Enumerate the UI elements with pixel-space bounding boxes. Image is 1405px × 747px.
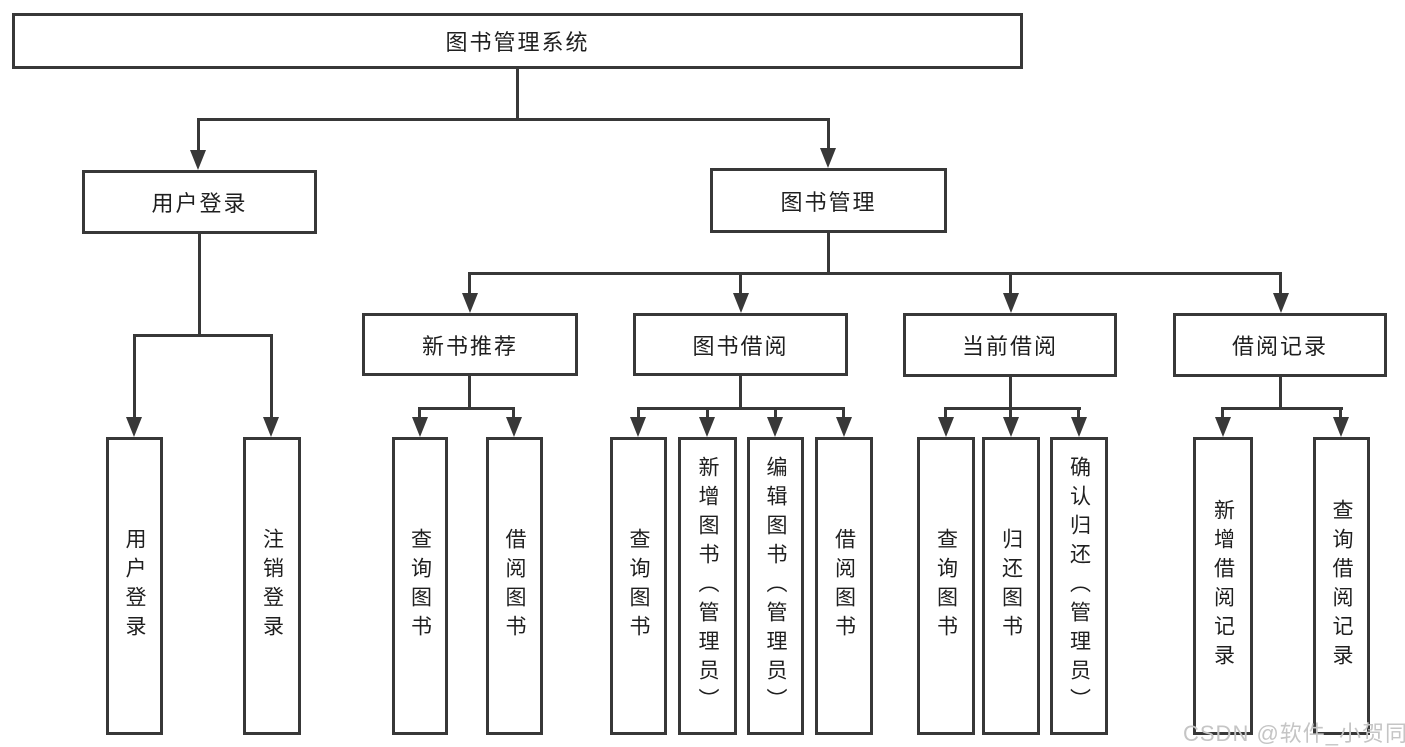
connector-line [944, 407, 947, 421]
leaf-records-add-record: 新增借阅记录 [1193, 437, 1253, 735]
connector-line [133, 334, 273, 337]
arrowhead-down-icon [938, 417, 954, 437]
connector-line [842, 407, 845, 421]
node-borrowing-records: 借阅记录 [1173, 313, 1387, 377]
connector-line [468, 272, 1282, 275]
connector-line [270, 334, 273, 419]
connector-line [1009, 377, 1012, 410]
arrowhead-down-icon [630, 417, 646, 437]
node-current-borrowing: 当前借阅 [903, 313, 1117, 377]
leaf-logout: 注销登录 [243, 437, 301, 735]
leaf-newbook-borrow-books: 借阅图书 [486, 437, 543, 735]
leaf-borrowing-add-books-admin: 新增图书（管理员） [678, 437, 737, 735]
connector-line [1221, 407, 1224, 421]
arrowhead-down-icon [733, 293, 749, 313]
arrowhead-down-icon [462, 293, 478, 313]
arrowhead-down-icon [263, 417, 279, 437]
connector-line [706, 407, 709, 421]
leaf-current-confirm-return-admin: 确认归还（管理员） [1050, 437, 1108, 735]
node-new-book-recommend: 新书推荐 [362, 313, 578, 376]
arrowhead-down-icon [190, 150, 206, 170]
arrowhead-down-icon [836, 417, 852, 437]
connector-line [944, 407, 1081, 410]
connector-line [197, 118, 200, 154]
connector-line [512, 407, 515, 421]
node-book-management: 图书管理 [710, 168, 947, 233]
arrowhead-down-icon [1273, 293, 1289, 313]
connector-line [1221, 407, 1343, 410]
leaf-borrowing-query-books: 查询图书 [610, 437, 667, 735]
node-book-borrowing: 图书借阅 [633, 313, 848, 376]
connector-line [198, 234, 201, 337]
arrowhead-down-icon [1003, 293, 1019, 313]
node-root: 图书管理系统 [12, 13, 1023, 69]
arrowhead-down-icon [767, 417, 783, 437]
csdn-watermark: CSDN @软件_小贺同学 [1183, 721, 1405, 746]
arrowhead-down-icon [1071, 417, 1087, 437]
connector-line [774, 407, 777, 421]
connector-line [516, 69, 519, 121]
leaf-user-login: 用户登录 [106, 437, 163, 735]
arrowhead-down-icon [506, 417, 522, 437]
connector-line [827, 233, 830, 275]
arrowhead-down-icon [412, 417, 428, 437]
leaf-current-query-books: 查询图书 [917, 437, 975, 735]
connector-line [827, 118, 830, 154]
connector-line [1009, 272, 1012, 297]
connector-line [739, 376, 742, 410]
connector-line [637, 407, 640, 421]
connector-line [1339, 407, 1342, 421]
leaf-borrowing-borrow-books: 借阅图书 [815, 437, 873, 735]
leaf-records-query-record: 查询借阅记录 [1313, 437, 1370, 735]
connector-line [739, 272, 742, 297]
connector-line [1077, 407, 1080, 421]
arrowhead-down-icon [126, 417, 142, 437]
node-user-login: 用户登录 [82, 170, 317, 234]
connector-line [197, 118, 830, 121]
arrowhead-down-icon [699, 417, 715, 437]
leaf-current-return-books: 归还图书 [982, 437, 1040, 735]
leaf-borrowing-edit-books-admin: 编辑图书（管理员） [747, 437, 804, 735]
arrowhead-down-icon [1333, 417, 1349, 437]
connector-line [133, 334, 136, 419]
connector-line [1279, 377, 1282, 410]
connector-line [1279, 272, 1282, 297]
connector-line [468, 376, 471, 410]
connector-line [468, 272, 471, 297]
connector-line [1009, 407, 1012, 421]
arrowhead-down-icon [820, 148, 836, 168]
connector-line [637, 407, 845, 410]
connector-line [418, 407, 515, 410]
arrowhead-down-icon [1003, 417, 1019, 437]
leaf-newbook-query-books: 查询图书 [392, 437, 448, 735]
arrowhead-down-icon [1215, 417, 1231, 437]
connector-line [418, 407, 421, 421]
